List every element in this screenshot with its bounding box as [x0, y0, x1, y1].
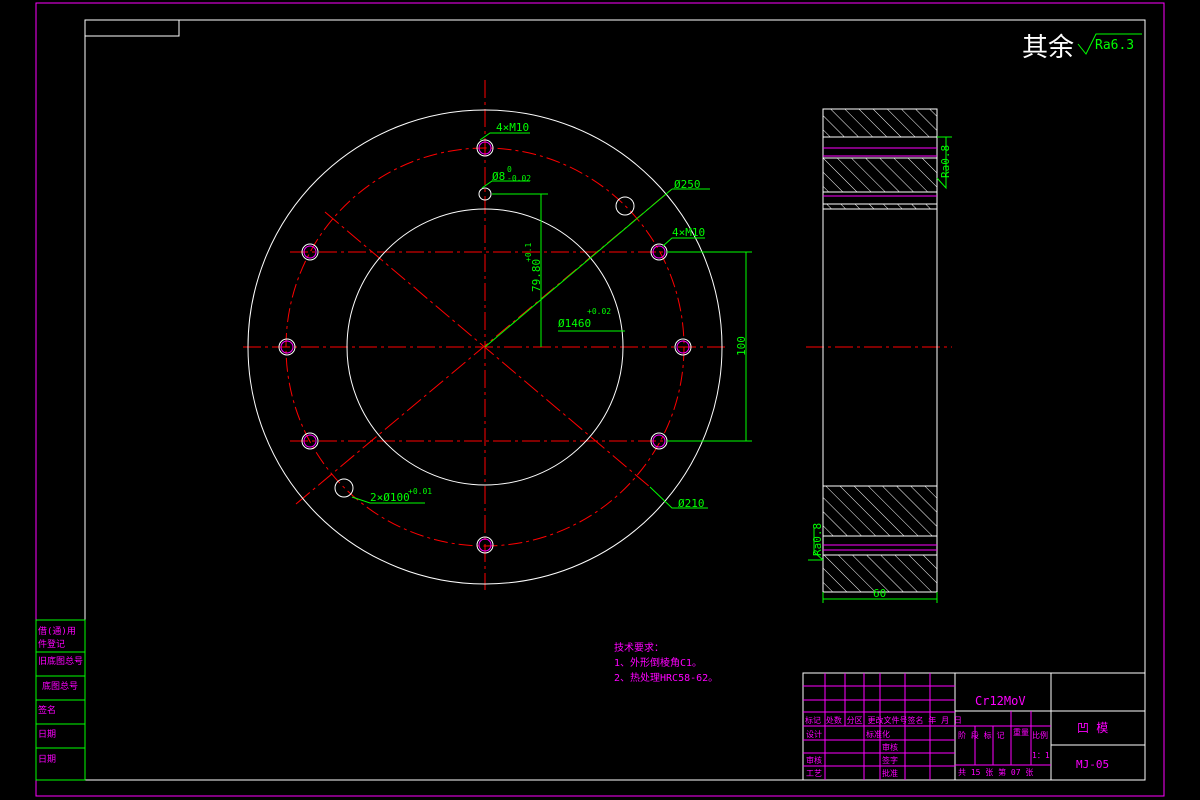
outer-circle — [247, 109, 723, 585]
hole — [674, 338, 692, 356]
label-standardize: 标准化 — [866, 729, 890, 739]
value-scale: 1：1 — [1032, 751, 1050, 760]
leader-hole-right — [662, 237, 705, 247]
tech-title: 技术要求： — [614, 641, 664, 654]
label-scale: 比例 — [1032, 730, 1048, 740]
tech-item-2: 2、热处理HRC58-62。 — [614, 671, 718, 684]
label-check: 审核 — [882, 742, 898, 752]
left-strip-label: 底图总号 — [42, 680, 78, 692]
bolt-circle — [285, 147, 685, 547]
hole — [278, 338, 296, 356]
inner-frame — [84, 19, 1146, 781]
label-dim-79-8: 79.80 — [530, 259, 543, 292]
left-strip-label: 旧底图总号 — [38, 655, 83, 667]
hatch-top-2 — [822, 157, 938, 193]
tech-item-1: 1、外形倒棱角C1。 — [614, 656, 702, 669]
leader-hole-top — [479, 132, 530, 141]
roughness-symbol-icon — [813, 528, 824, 561]
label-d250: Ø250 — [674, 178, 701, 191]
label-pin-top-tol-upper: 0 — [507, 165, 512, 174]
thread-mark — [478, 141, 492, 155]
label-side-width: 60 — [873, 587, 886, 600]
pin-hole — [334, 478, 354, 498]
label-hole-top: 4×M10 — [496, 121, 529, 134]
outer-frame — [35, 2, 1165, 797]
leader-pin-bottom — [351, 496, 425, 504]
leader-d210 — [649, 486, 708, 509]
leader-d250-diag — [484, 188, 673, 348]
pin-hole-small — [478, 187, 492, 201]
label-stage: 阶 段 标 记 — [958, 730, 1004, 740]
thread-mark — [303, 434, 317, 448]
code-box — [84, 19, 180, 37]
label-pin-bottom: 2×Ø100 — [370, 491, 410, 504]
label-pin-top: Ø8 — [492, 170, 505, 183]
thread-mark — [478, 538, 492, 552]
label-review: 审核 — [806, 755, 822, 765]
roughness-note: 其余 Ra6.3 — [1022, 33, 1142, 63]
thread-mark — [303, 245, 317, 259]
thread-marks — [280, 141, 690, 552]
roughness-value: Ra6.3 — [1095, 38, 1134, 53]
left-strip-label: 日期 — [38, 729, 56, 740]
label-pin-bottom-tol: +0.01 — [408, 487, 432, 496]
hole — [476, 536, 494, 554]
title-block-header-row: 标记 处数 分区 更改文件号签名 年 月 日 — [805, 715, 962, 725]
dimensions — [351, 132, 752, 509]
tech-requirements: 技术要求： 1、外形倒棱角C1。 2、热处理HRC58-62。 — [614, 641, 718, 684]
thread-mark — [652, 434, 666, 448]
hole — [301, 243, 319, 261]
left-strip-label: 件登记 — [38, 638, 65, 650]
label-hole-right: 4×M10 — [672, 226, 705, 239]
title-block: 标记 处数 分区 更改文件号签名 年 月 日 设计 标准化 审核 审核 签字 工… — [802, 672, 1146, 781]
front-view: 4×M10 Ø8 0 -0.02 Ø250 4×M10 79.80 +0.1 Ø… — [243, 80, 752, 590]
left-strip: 借(通)用 件登记 旧底图总号 底图总号 签名 日期 日期 — [35, 619, 86, 781]
side-view: Ra0.8 Ra0.8 60 — [806, 108, 952, 603]
roughness-side-top — [936, 136, 952, 190]
leader-pin-top — [481, 180, 530, 189]
hatch-top-3 — [822, 203, 938, 210]
hatch-top-1 — [822, 108, 938, 138]
roughness-side-bottom-value: Ra0.8 — [811, 523, 824, 556]
label-d210: Ø210 — [678, 497, 705, 510]
inner-bore — [346, 208, 624, 486]
label-dim-100: 100 — [735, 336, 748, 356]
label-d146: Ø1460 — [558, 317, 591, 330]
label-design: 设计 — [806, 729, 822, 739]
left-strip-label: 日期 — [38, 754, 56, 765]
hatch-bottom-1 — [822, 485, 938, 537]
label-weight: 重量 — [1013, 727, 1029, 737]
dim-width — [822, 592, 938, 603]
thread-mark — [652, 245, 666, 259]
label-sheets: 共 15 张 第 07 张 — [958, 767, 1033, 777]
roughness-side-bottom — [808, 528, 824, 561]
left-strip-label: 借(通)用 — [38, 625, 76, 637]
value-material: Cr12MoV — [975, 694, 1026, 708]
left-strip-label: 签名 — [38, 704, 56, 716]
pin-hole — [615, 196, 635, 216]
label-sign: 签字 — [882, 755, 898, 765]
roughness-symbol-icon — [936, 137, 947, 190]
thread-mark — [280, 340, 294, 354]
thread-mark — [676, 340, 690, 354]
hatch-bottom-2 — [822, 554, 938, 593]
hole — [476, 139, 494, 157]
label-approve: 批准 — [882, 768, 898, 778]
roughness-prefix: 其余 — [1022, 33, 1074, 63]
roughness-side-top-value: Ra0.8 — [939, 145, 952, 178]
roughness-symbol-icon — [1077, 33, 1142, 55]
label-d146-tol: +0.02 — [587, 307, 611, 316]
dimension-labels: 4×M10 Ø8 0 -0.02 Ø250 4×M10 79.80 +0.1 Ø… — [370, 121, 748, 510]
holes — [278, 139, 692, 554]
value-part-name: 凹 模 — [1077, 721, 1108, 735]
label-process: 工艺 — [806, 769, 822, 778]
value-drawing-no: MJ-05 — [1076, 758, 1109, 771]
label-dim-79-8-tol: +0.1 — [524, 243, 533, 262]
hole — [301, 432, 319, 450]
label-pin-top-tol-lower: -0.02 — [507, 174, 531, 183]
diagonal-2 — [324, 211, 651, 488]
